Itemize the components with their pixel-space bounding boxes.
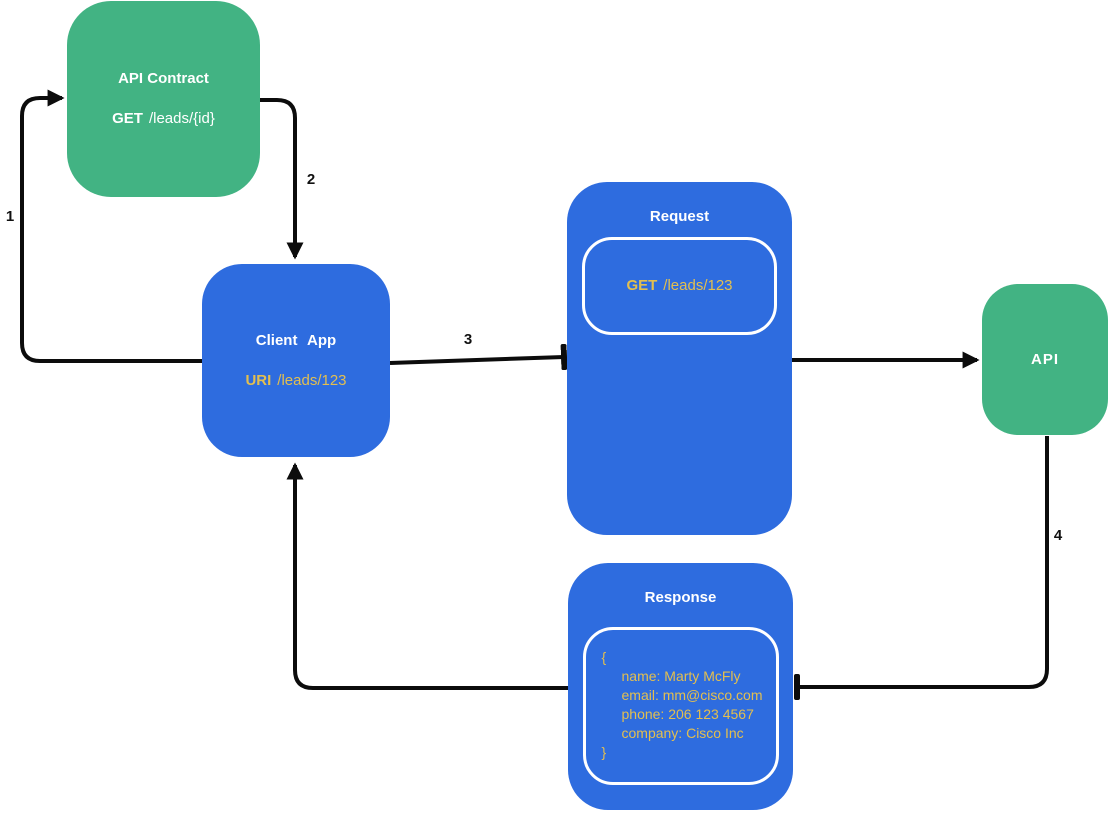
response-payload-box: { name: Marty McFly email: mm@cisco.com … — [582, 627, 779, 785]
arrow-response-to-clientapp — [286, 462, 568, 690]
response-body-line: } — [601, 744, 607, 760]
request-title: Request — [649, 208, 710, 225]
arrow-3-clientapp-to-request — [389, 343, 568, 371]
arrow-2-contract-to-clientapp — [260, 98, 304, 260]
endpoint-path-label: /leads/123 — [663, 277, 733, 294]
api-contract-endpoint: GET /leads/{id} — [112, 109, 215, 129]
response-body-line: company: Cisco Inc — [621, 725, 744, 741]
response-body-line: { — [601, 649, 607, 665]
node-client-app: Client App URI /leads/123 — [202, 264, 390, 457]
api-title: API — [1030, 350, 1059, 368]
arrow-label-step-2: 2 — [306, 171, 316, 188]
request-payload-box: GET /leads/123 — [582, 237, 777, 335]
arrow-label-step-4: 4 — [1053, 527, 1063, 544]
node-api-contract: API Contract GET /leads/{id} — [67, 1, 260, 197]
node-response: Response { name: Marty McFly email: mm@c… — [568, 563, 793, 810]
http-method-label: GET — [626, 277, 658, 294]
arrow-label-step-1: 1 — [5, 208, 15, 225]
http-method-label: GET — [112, 110, 143, 127]
arrow-4-api-to-response — [794, 436, 1049, 700]
uri-label: URI — [245, 371, 272, 389]
response-body-line: phone: 206 123 4567 — [621, 706, 754, 722]
client-app-title: Client App — [255, 331, 337, 349]
client-app-uri: URI /leads/123 — [245, 371, 346, 391]
arrow-label-step-3: 3 — [463, 331, 473, 348]
response-body-line: email: mm@cisco.com — [621, 687, 763, 703]
node-api: API — [982, 284, 1108, 435]
response-body-line: name: Marty McFly — [621, 668, 741, 684]
arrow-1-clientapp-to-contract — [20, 89, 202, 363]
node-request: Request GET /leads/123 — [567, 182, 792, 535]
api-contract-title: API Contract — [118, 70, 209, 87]
response-title: Response — [644, 589, 717, 606]
uri-path-label: /leads/123 — [277, 371, 347, 389]
request-endpoint: GET /leads/123 — [626, 276, 732, 296]
endpoint-path-label: /leads/{id} — [148, 110, 215, 127]
